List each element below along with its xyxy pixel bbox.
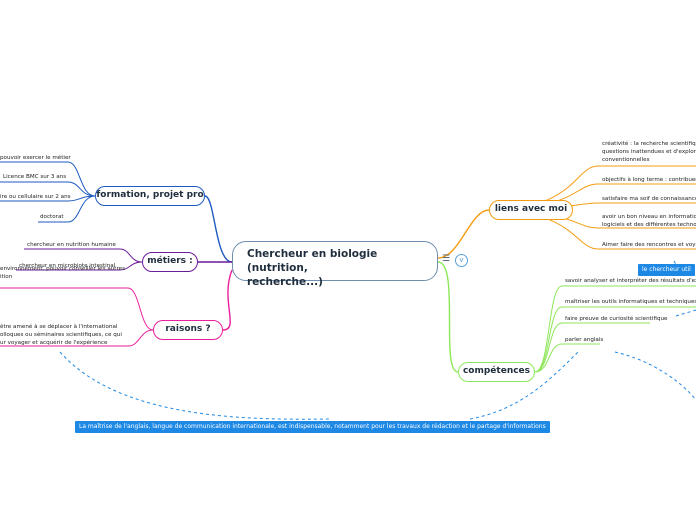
competences-item[interactable]: maîtriser les outils informatiques et te… [565, 299, 696, 305]
central-topic[interactable]: Chercheur en biologie (nutrition, recher… [232, 241, 438, 288]
branch-metiers-label: métiers : [147, 256, 193, 266]
raisons-item-line: olloques ou séminaires scientifiques, ce… [0, 332, 122, 338]
raisons-item-line: ur voyager et acquérir de l'expérience [0, 340, 108, 346]
liens-item-line: logiciels et des différentes techno [602, 222, 696, 228]
branch-competences[interactable]: compétences [458, 362, 535, 382]
liens-item-line: Aimer faire des rencontres et voya [602, 242, 696, 248]
liens-item[interactable]: satisfaire ma soif de connaissance [602, 195, 696, 203]
formation-item[interactable]: pouvoir exercer le métier [0, 155, 71, 161]
competences-item[interactable]: parler anglais [565, 337, 604, 343]
formation-item[interactable]: ire ou cellulaire sur 2 ans [0, 194, 71, 200]
raisons-item-line: ition [0, 274, 13, 280]
liens-item[interactable]: objectifs à long terme : contribuer [602, 176, 696, 184]
branch-liens[interactable]: liens avec moi [489, 200, 573, 220]
liens-item-line: objectifs à long terme : contribuer [602, 177, 696, 183]
branch-raisons[interactable]: raisons ? [153, 320, 223, 340]
metiers-item[interactable]: chercheur en nutrition humaine [27, 242, 116, 248]
branch-liens-label: liens avec moi [494, 204, 568, 214]
raisons-item[interactable]: environnement, pouvoir conseiller les au… [0, 265, 125, 281]
note-chercheur[interactable]: le chercheur util [638, 264, 695, 276]
liens-item[interactable]: avoir un bon niveau en informatiqu logic… [602, 213, 696, 229]
branch-formation-label: formation, projet pro [96, 190, 204, 200]
branch-formation[interactable]: formation, projet pro [95, 186, 205, 206]
liens-item-line: satisfaire ma soif de connaissance [602, 196, 696, 202]
competences-item[interactable]: faire preuve de curiosité scientifique [565, 316, 668, 322]
liens-item[interactable]: Aimer faire des rencontres et voya [602, 241, 696, 249]
liens-item-line: créativité : la recherche scientifique [602, 141, 696, 147]
raisons-item-line: être amené à se déplacer à l'internation… [0, 324, 118, 330]
metiers-item[interactable]: chercheur en microbiote intestinal [19, 263, 116, 269]
note-anglais[interactable]: La maîtrise de l'anglais, langue de comm… [75, 421, 550, 433]
branch-metiers[interactable]: métiers : [142, 252, 198, 272]
liens-item-line: questions inattendues et d'explorer [602, 149, 696, 155]
central-title-line2: recherche...) [247, 276, 323, 288]
formation-item[interactable]: doctorat [40, 214, 64, 220]
central-title-line1: Chercheur en biologie (nutrition, [247, 248, 378, 274]
chevron-down-circle-icon[interactable]: v [455, 254, 468, 267]
competences-item[interactable]: savoir analyser et interpréter des résul… [565, 278, 696, 284]
liens-item-line: conventionnelles [602, 157, 650, 163]
raisons-item-line: environnement, pouvoir conseiller les au… [0, 266, 126, 272]
branch-competences-label: compétences [462, 366, 531, 376]
branch-raisons-label: raisons ? [165, 324, 211, 334]
formation-item[interactable]: Licence BMC sur 3 ans [3, 174, 67, 180]
raisons-item[interactable]: être amené à se déplacer à l'internation… [0, 323, 122, 347]
liens-item-line: avoir un bon niveau en informatiqu [602, 214, 696, 220]
liens-item[interactable]: créativité : la recherche scientifique q… [602, 140, 696, 164]
menu-icon[interactable]: ☰ [442, 254, 451, 264]
